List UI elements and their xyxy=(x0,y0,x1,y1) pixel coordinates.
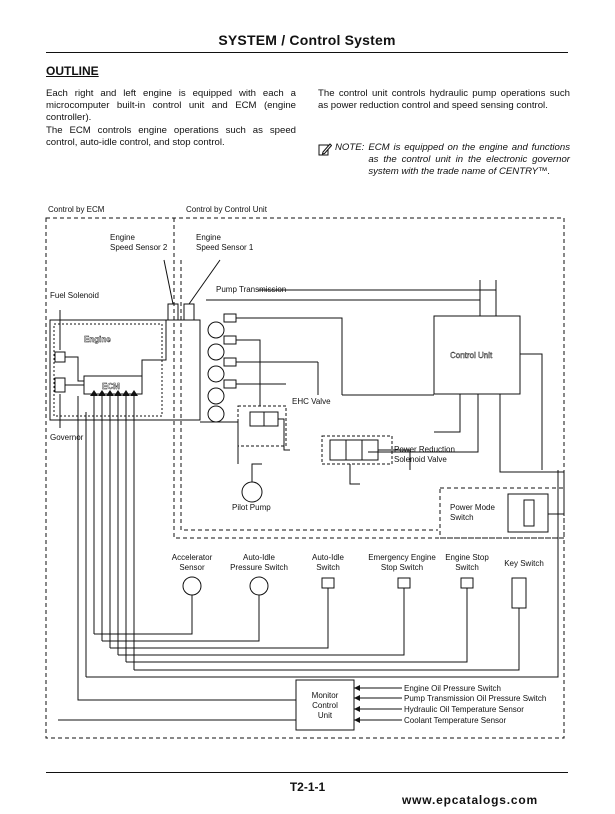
right-column: The control unit controls hydraulic pump… xyxy=(318,88,570,112)
sensor-label-2: Pump Transmission Oil Pressure Switch xyxy=(404,694,546,703)
control-unit-box xyxy=(433,315,521,395)
engine-speed-sensor-1-box xyxy=(183,303,195,321)
engine-box xyxy=(49,319,201,421)
pump-transmission-label: Pump Transmission xyxy=(216,285,286,294)
auto-idle-switch-symbol xyxy=(321,577,335,589)
emergency-stop-switch-symbol xyxy=(397,577,411,589)
governor-label: Governor xyxy=(50,433,84,442)
page-number: T2-1-1 xyxy=(289,780,326,794)
sensor-label-4: Coolant Temperature Sensor xyxy=(404,716,506,725)
monitor-label-line2: Control xyxy=(312,701,338,710)
engine-stop-switch-symbol xyxy=(460,577,474,589)
right-paragraph-1: The control unit controls hydraulic pump… xyxy=(318,88,570,112)
speed-sensor-2-label-line1: Engine xyxy=(110,233,135,242)
left-paragraph-1: Each right and left engine is equipped w… xyxy=(46,88,296,124)
pencil-note-icon xyxy=(318,143,332,156)
ecm-label: ECM xyxy=(102,382,120,391)
speed-sensor-2-label-line2: Speed Sensor 2 xyxy=(110,243,168,252)
power-mode-label-line2: Switch xyxy=(450,513,474,522)
accelerator-sensor-label-line2: Sensor xyxy=(179,563,205,572)
monitor-control-unit-box xyxy=(295,679,355,731)
header-rule xyxy=(46,52,568,53)
power-reduction-label-line1: Power Reduction xyxy=(394,445,455,454)
power-mode-label-line1: Power Mode xyxy=(450,503,495,512)
emergency-stop-label-line2: Stop Switch xyxy=(381,563,423,572)
watermark: www.epcatalogs.com xyxy=(402,793,538,807)
governor-box xyxy=(54,377,66,393)
ecm-region-label: Control by ECM xyxy=(48,205,105,214)
ehc-valve-label: EHC Valve xyxy=(292,397,331,406)
footer-rule xyxy=(46,772,568,773)
control-unit-label: Control Unit xyxy=(450,351,493,360)
pilot-pump-symbol xyxy=(241,481,263,503)
power-reduction-valve-box xyxy=(321,435,393,465)
sensor-label-3: Hydraulic Oil Temperature Sensor xyxy=(404,705,524,714)
note-text: ECM is equipped on the engine and functi… xyxy=(368,142,570,178)
key-switch-symbol xyxy=(511,577,527,609)
engine-stop-label-line2: Switch xyxy=(455,563,479,572)
section-heading: OUTLINE xyxy=(46,64,99,78)
accelerator-sensor-label-line1: Accelerator xyxy=(172,553,213,562)
accelerator-sensor-symbol xyxy=(182,576,202,596)
speed-sensor-1-label-line1: Engine xyxy=(196,233,221,242)
speed-sensor-1-label-line2: Speed Sensor 1 xyxy=(196,243,254,252)
engine-speed-sensor-2-box xyxy=(167,303,179,321)
auto-idle-pressure-label-line2: Pressure Switch xyxy=(230,563,288,572)
emergency-stop-label-line1: Emergency Engine xyxy=(368,553,436,562)
engine-label: Engine xyxy=(84,335,111,344)
auto-idle-pressure-label-line1: Auto-Idle xyxy=(243,553,276,562)
ehc-valve-box xyxy=(237,405,287,447)
auto-idle-pressure-switch-symbol xyxy=(249,576,269,596)
key-switch-label: Key Switch xyxy=(504,559,544,568)
control-system-diagram: Control by ECM Control by Control Unit E… xyxy=(45,205,565,739)
pilot-pump-label: Pilot Pump xyxy=(232,503,271,512)
sensor-label-1: Engine Oil Pressure Switch xyxy=(404,684,501,693)
left-column: Each right and left engine is equipped w… xyxy=(46,88,296,149)
power-reduction-label-line2: Solenoid Valve xyxy=(394,455,447,464)
auto-idle-switch-label-line1: Auto-Idle xyxy=(312,553,345,562)
control-unit-region-label: Control by Control Unit xyxy=(186,205,268,214)
monitor-label-line1: Monitor xyxy=(312,691,339,700)
fuel-solenoid-box xyxy=(54,351,66,363)
page-title: SYSTEM / Control System xyxy=(218,32,396,48)
ecm-region-border xyxy=(45,217,565,739)
fuel-solenoid-label: Fuel Solenoid xyxy=(50,291,99,300)
engine-stop-label-line1: Engine Stop xyxy=(445,553,489,562)
note-label: NOTE: xyxy=(335,142,365,153)
left-paragraph-2: The ECM controls engine operations such … xyxy=(46,124,296,148)
auto-idle-switch-label-line2: Switch xyxy=(316,563,340,572)
monitor-label-line3: Unit xyxy=(318,711,333,720)
power-mode-switch-box xyxy=(507,493,549,533)
control-unit-region-border xyxy=(173,218,564,539)
note-block: NOTE: ECM is equipped on the engine and … xyxy=(318,142,570,179)
